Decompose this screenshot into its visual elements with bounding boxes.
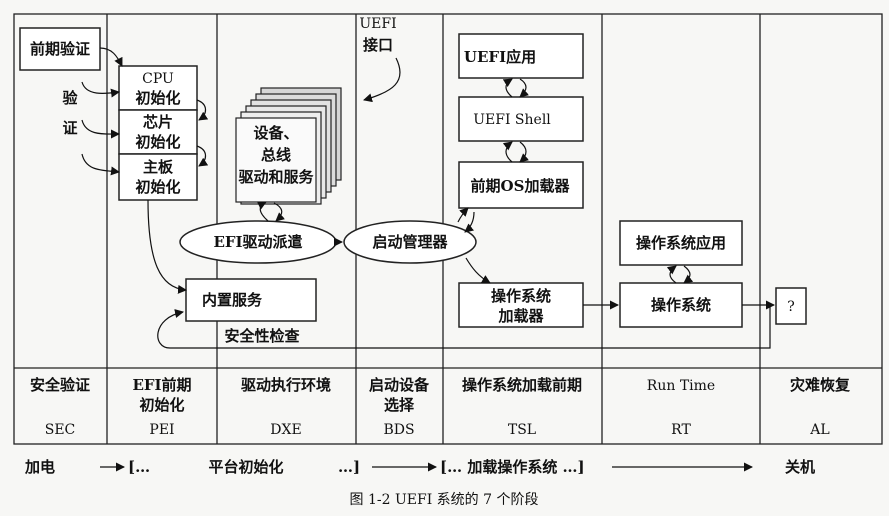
arrow-verify-cpu: [81, 81, 120, 98]
phase-grid: [13, 13, 883, 445]
timeline-power-on: 加电: [24, 458, 55, 476]
os-app-box: [619, 220, 743, 266]
boot-manager-label: 启动管理器: [372, 233, 448, 251]
security-check-line: [157, 306, 771, 349]
os-loader-line2: 加载器: [497, 307, 544, 325]
timeline-bracket-close: …]: [338, 458, 360, 476]
phase-abbr-tsl: TSL: [508, 422, 536, 438]
uefi-interface-line1: UEFI: [359, 16, 396, 32]
unknown-box: [775, 287, 807, 325]
unknown-label: ?: [787, 299, 795, 315]
efi-dispatcher-label: EFI驱动派遣: [213, 233, 302, 251]
timeline-shutdown: 关机: [785, 458, 815, 476]
uefi-app-label: UEFI应用: [464, 48, 536, 66]
os-box: [619, 282, 743, 328]
phase-name-al: 灾难恢复: [790, 376, 851, 394]
phase-name-tsl: 操作系统加载前期: [462, 376, 582, 394]
phase-abbr-sec: SEC: [45, 422, 76, 438]
phase-abbr-rt: RT: [671, 422, 691, 438]
phase-name-pei-2: 初始化: [139, 396, 184, 414]
arrow-bootmgr-to-loader: [457, 207, 469, 223]
arrow-verify-to-cpu: [99, 47, 123, 67]
builtin-services-label: 内置服务: [202, 291, 263, 309]
os-loader-box: [458, 282, 584, 328]
timeline-bracket-open: […: [128, 458, 150, 476]
phase-name-bds-1: 启动设备: [369, 376, 430, 394]
phase-abbr-al: AL: [809, 422, 829, 438]
verify-label-2: 证: [62, 119, 77, 137]
uefi-shell-box: [458, 96, 584, 142]
device-driver-box: [235, 117, 317, 203]
arrow-verify-chipset: [81, 119, 120, 139]
phase-abbr-pei: PEI: [149, 422, 174, 438]
uefi-interface-line2: 接口: [363, 36, 393, 54]
arrow-board-to-services: [147, 199, 187, 294]
boot-manager-ellipse: [343, 220, 477, 264]
pei-loops: [196, 99, 209, 167]
arrow-bootmgr-to-os-loader: [465, 257, 491, 284]
verify-label-1: 验: [62, 89, 78, 107]
dispatcher-driver-loop: [256, 201, 285, 222]
early-verify-label: 前期验证: [30, 40, 90, 58]
cpu-init-box: [118, 65, 198, 111]
arrow-uefi-interface: [363, 57, 401, 103]
timeline-platform-init: 平台初始化: [208, 458, 283, 476]
uefi-shell-label: UEFI Shell: [473, 112, 551, 128]
device-driver-line3: 驱动和服务: [238, 168, 314, 186]
board-init-box: [118, 153, 198, 201]
device-driver-line1: 设备、: [253, 124, 298, 142]
driver-stack: [235, 87, 342, 205]
board-init-line1: 主板: [143, 158, 174, 176]
loop-cpu-chipset: [196, 99, 209, 121]
os-app-label: 操作系统应用: [636, 234, 726, 252]
security-check-label: 安全性检查: [224, 327, 300, 345]
cpu-init-line1: CPU: [142, 71, 174, 87]
loop-shell-app-down: [519, 78, 529, 98]
rt-loop: [666, 265, 694, 284]
arrow-verify-board: [81, 153, 120, 176]
loop-loader-shell-up: [502, 141, 513, 163]
phase-abbr-dxe: DXE: [270, 422, 301, 438]
phase-name-sec: 安全验证: [30, 376, 90, 394]
chipset-init-line2: 初始化: [135, 133, 180, 151]
phase-abbr-bds: BDS: [383, 422, 414, 438]
loop-shell-app-up: [502, 78, 513, 98]
device-driver-line2: 总线: [261, 146, 291, 164]
tsl-loops: [502, 78, 529, 163]
bootmgr-loader-loop: [457, 207, 475, 233]
board-init-line2: 初始化: [135, 178, 180, 196]
timeline-load-os: [… 加载操作系统 …]: [440, 458, 585, 476]
loop-loader-shell-down: [519, 141, 529, 163]
os-loader-line1: 操作系统: [491, 287, 551, 305]
phase-name-dxe: 驱动执行环境: [241, 376, 331, 394]
os-label: 操作系统: [651, 296, 711, 314]
phase-name-rt: Run Time: [647, 378, 715, 394]
arrow-loader-to-bootmgr: [464, 211, 475, 233]
uefi-app-box: [458, 33, 584, 79]
figure-caption: 图 1-2 UEFI 系统的 7 个阶段: [350, 492, 539, 508]
early-verify-box: [19, 27, 101, 71]
early-os-loader-label: 前期OS加载器: [471, 177, 571, 195]
verify-arrows: [81, 47, 123, 176]
loop-chipset-board: [196, 145, 209, 167]
cpu-init-line2: 初始化: [135, 89, 180, 107]
phase-name-pei-1: EFI前期: [132, 376, 191, 394]
phase-name-bds-2: 选择: [384, 396, 415, 414]
outer-frame: [13, 13, 883, 445]
early-os-loader-box: [458, 161, 584, 209]
chipset-init-line1: 芯片: [143, 113, 173, 131]
builtin-services-box: [185, 278, 317, 322]
